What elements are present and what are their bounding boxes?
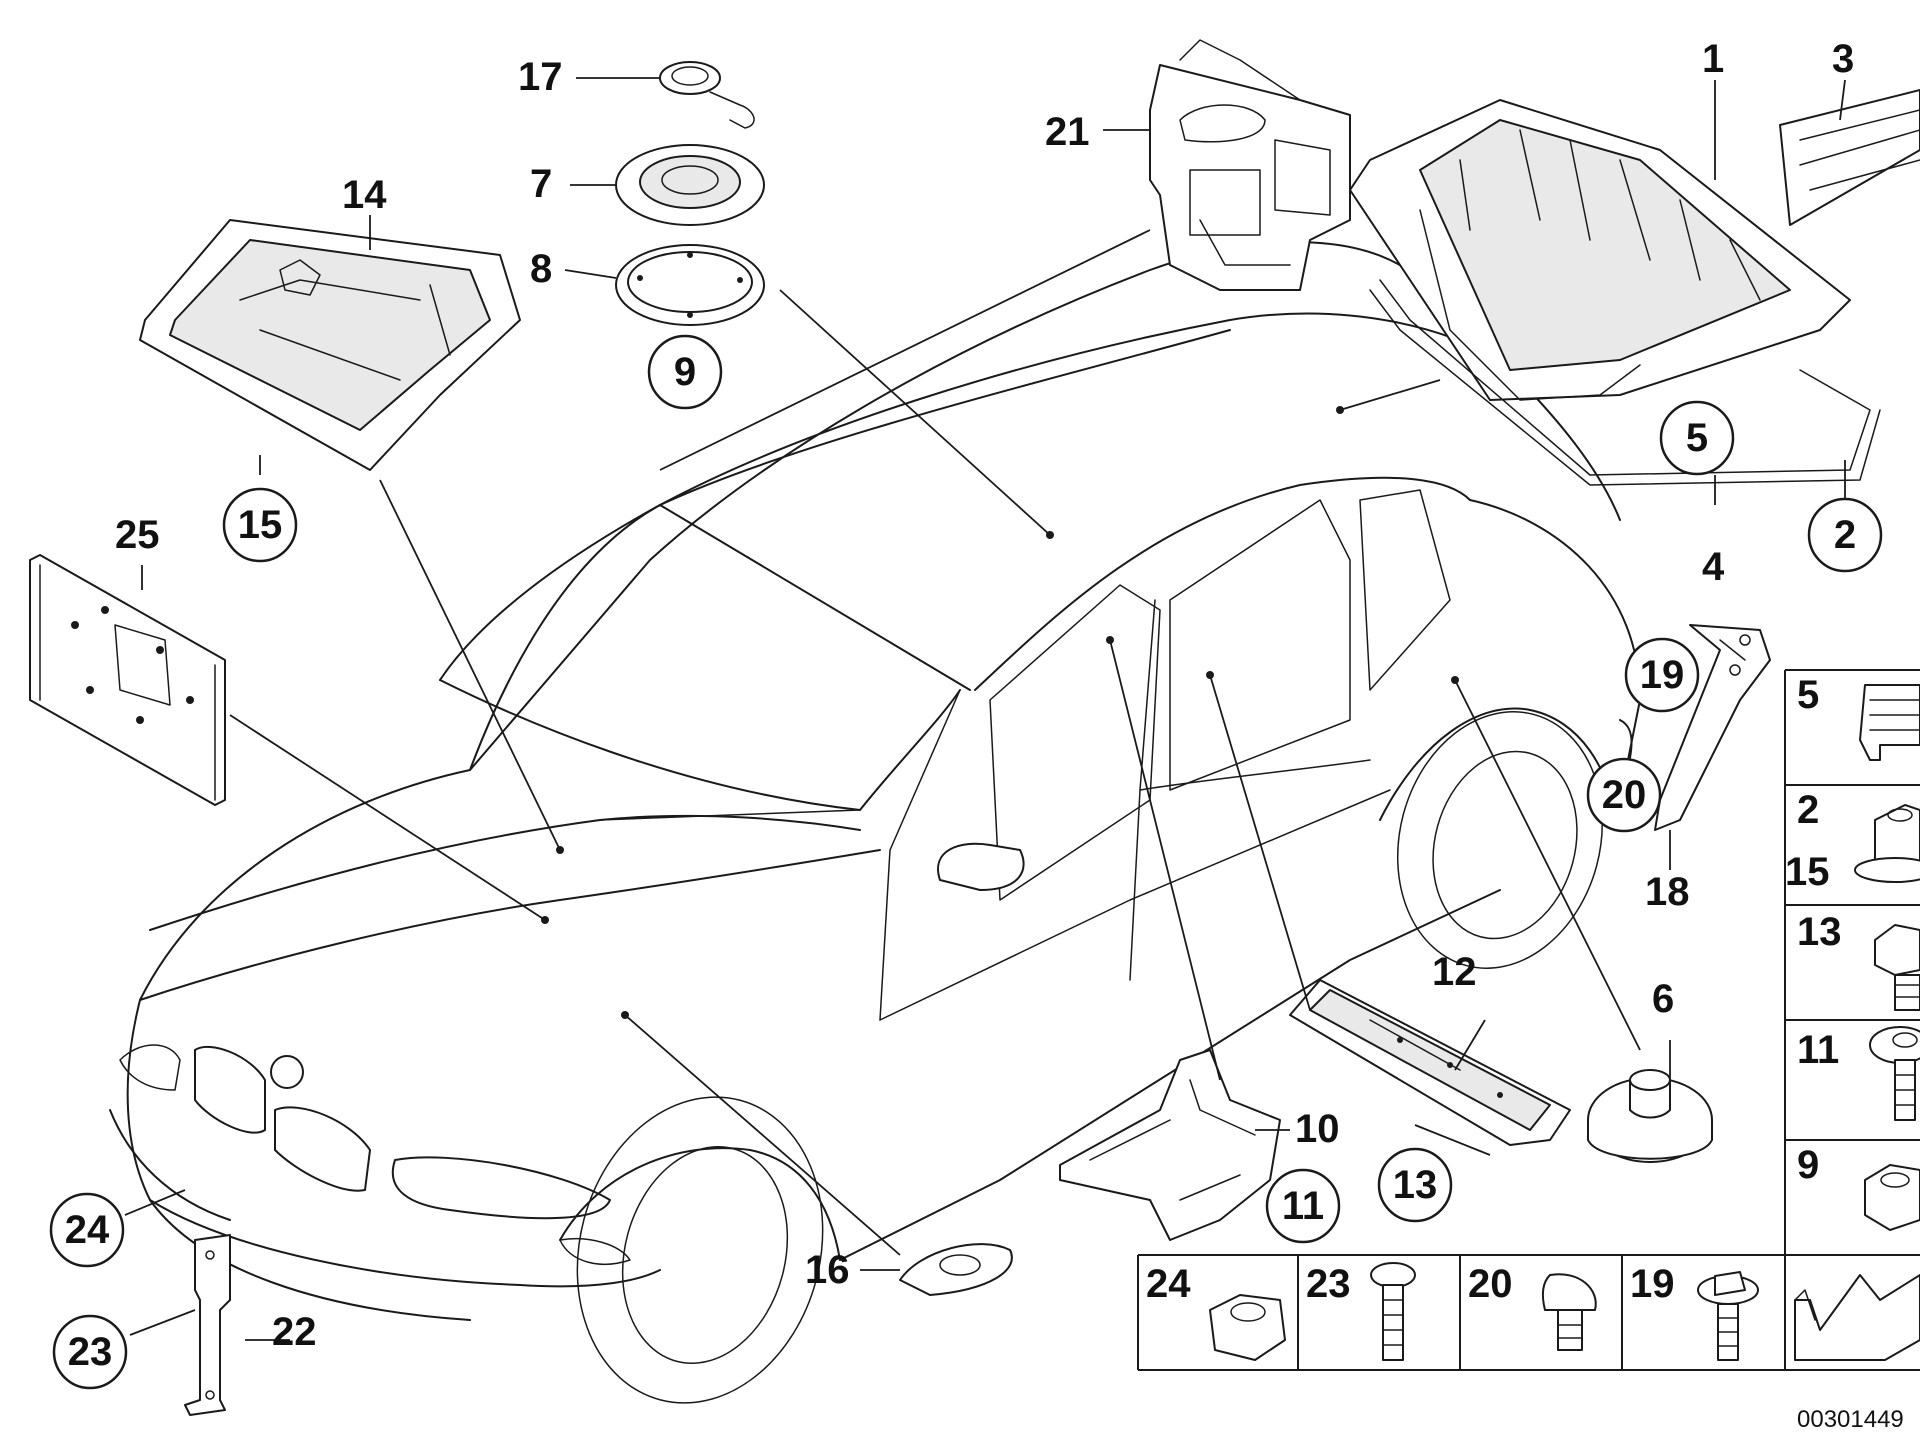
label-25: 25 (115, 513, 160, 557)
table-label-5: 5 (1797, 673, 1819, 717)
part-14-insulation (139, 219, 521, 471)
hex-nut-icon (1209, 1294, 1286, 1361)
reference-number: 00301449 (1797, 1406, 1904, 1433)
part-3-strip (1779, 89, 1920, 226)
part-16-grommet (899, 1243, 1013, 1296)
part-18-bracket (1654, 624, 1771, 831)
label-1: 1 (1702, 37, 1724, 81)
label-3: 3 (1832, 37, 1854, 81)
table-label-11: 11 (1797, 1028, 1839, 1072)
label-4: 4 (1702, 545, 1725, 589)
table-label-19: 19 (1630, 1262, 1675, 1306)
part-17-cap (659, 61, 755, 129)
callout-15: 15 (238, 503, 283, 547)
table-label-24: 24 (1146, 1262, 1191, 1306)
callout-13: 13 (1393, 1163, 1438, 1207)
callout-20: 20 (1602, 773, 1647, 817)
label-17: 17 (518, 55, 563, 99)
part-22-bracket (184, 1234, 231, 1416)
label-12: 12 (1432, 950, 1477, 994)
label-22: 22 (272, 1310, 317, 1354)
label-10: 10 (1295, 1107, 1340, 1151)
callout-24: 24 (65, 1208, 110, 1252)
label-8: 8 (530, 247, 552, 291)
leader-lines (124, 77, 1846, 1341)
table-label-20: 20 (1468, 1262, 1513, 1306)
label-18: 18 (1645, 870, 1690, 914)
part-6-buffer (1587, 1069, 1713, 1163)
part-21-bracket (1149, 39, 1351, 291)
car-outline (109, 241, 1641, 1404)
torx-screw-icon (1869, 1026, 1920, 1121)
part-12-plate (1289, 979, 1571, 1146)
fastener-table-bottom: 24 23 20 19 (1137, 1254, 1920, 1371)
table-label-13: 13 (1797, 910, 1842, 954)
flange-nut-icon (1854, 804, 1920, 883)
callout-11: 11 (1282, 1184, 1324, 1228)
label-14: 14 (342, 173, 387, 217)
hex-nut-icon (1864, 1164, 1920, 1231)
push-rivet-icon (1541, 1273, 1597, 1351)
circled-callouts: 9 15 5 2 19 20 11 13 24 23 (49, 334, 1883, 1390)
label-6: 6 (1652, 977, 1674, 1021)
label-7: 7 (530, 162, 552, 206)
part-1-tray (1349, 99, 1881, 486)
hex-bolt-icon (1874, 924, 1920, 1011)
callout-23: 23 (68, 1330, 113, 1374)
part-8-ring (615, 244, 765, 326)
clip-icon (1859, 684, 1920, 761)
label-21: 21 (1045, 110, 1090, 154)
callout-19: 19 (1640, 653, 1685, 697)
part-7-disc (615, 144, 765, 226)
table-label-23: 23 (1306, 1262, 1351, 1306)
fastener-table-right: 5 2 15 13 11 9 (1784, 669, 1920, 1256)
table-label-9: 9 (1797, 1143, 1819, 1187)
callout-2: 2 (1834, 513, 1856, 557)
part-25-plate (29, 554, 226, 806)
table-label-15: 15 (1785, 850, 1830, 894)
flange-screw-icon (1697, 1271, 1759, 1361)
direction-arrow-icon (1794, 1274, 1920, 1361)
callout-5: 5 (1686, 416, 1708, 460)
table-label-2: 2 (1797, 788, 1819, 832)
plain-labels: 17 7 8 21 1 3 4 14 25 18 12 6 10 16 22 (115, 37, 1854, 1354)
callout-9: 9 (674, 350, 696, 394)
long-screw-icon (1370, 1262, 1416, 1361)
label-16: 16 (805, 1248, 850, 1292)
part-10-bracket (1059, 1049, 1281, 1241)
